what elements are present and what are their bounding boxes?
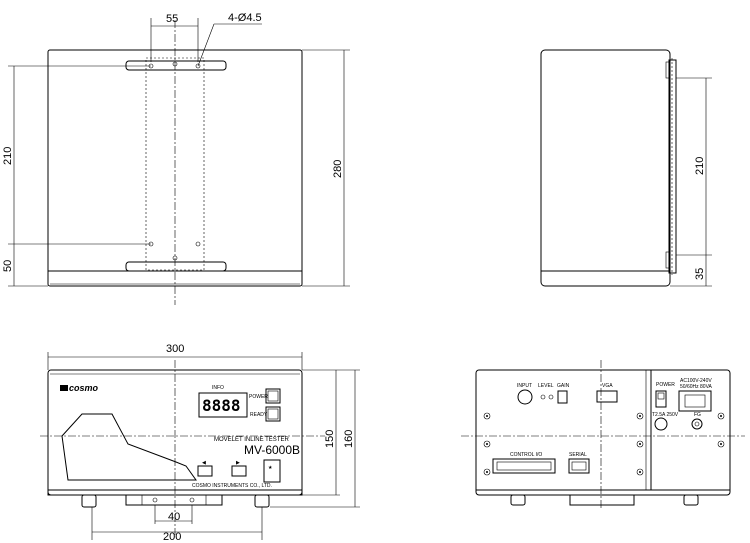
holes-leader <box>197 23 215 67</box>
display-digits: 8888 <box>202 396 241 415</box>
key-left[interactable] <box>197 465 213 477</box>
ready-label: READY <box>250 412 268 418</box>
dim-300: 300 <box>166 343 184 355</box>
fg-terminal[interactable] <box>691 418 703 430</box>
key-right[interactable] <box>231 465 247 477</box>
rear-screws <box>483 412 725 476</box>
product-line: MOVELET INLINE TESTER <box>214 437 289 443</box>
dim-280: 280 <box>332 160 344 178</box>
control-io-connector[interactable] <box>492 458 556 474</box>
rating-label: 50/60Hz 80VA <box>680 384 713 390</box>
bracket-hole <box>189 497 195 503</box>
level-trim-2[interactable] <box>548 394 554 400</box>
front-foot-right <box>254 494 270 508</box>
input-connector[interactable] <box>517 389 533 405</box>
key-start[interactable] <box>263 459 281 483</box>
level-trim[interactable] <box>540 394 546 400</box>
rear-foot-right <box>683 494 699 506</box>
side-view-body <box>540 49 671 287</box>
info-label: INFO <box>212 385 224 391</box>
ready-lamp <box>265 406 281 422</box>
rear-foot-left <box>510 494 526 506</box>
dim-55: 55 <box>166 13 178 25</box>
ac-inlet[interactable] <box>678 390 712 412</box>
model-name: MV-6000B <box>244 443 300 457</box>
power-switch-label: POWER <box>656 382 675 388</box>
serial-connector[interactable] <box>568 458 590 474</box>
front-bracket-inner <box>141 494 207 506</box>
dim-200: 200 <box>163 531 181 543</box>
input-label: INPUT <box>517 383 532 389</box>
side-tab-top <box>665 61 671 79</box>
gain-switch[interactable] <box>557 390 568 404</box>
fuse-label: T2.5A 250V <box>652 412 679 418</box>
side-view: 210 35 <box>540 49 712 287</box>
rear-view: INPUT LEVEL GAIN VGA CONTROL I/O SERIAL … <box>461 360 745 510</box>
maker-label: COSMO INSTRUMENTS CO., LTD. <box>192 483 272 489</box>
svg-text:cosmo: cosmo <box>69 383 99 393</box>
vga-connector[interactable] <box>596 390 618 403</box>
front-foot-left <box>81 494 97 508</box>
fuse-holder[interactable] <box>654 417 668 431</box>
power-switch[interactable] <box>655 390 667 408</box>
side-tab-bottom <box>665 251 671 269</box>
star-icon: ★ <box>268 465 273 471</box>
power-label: POWER <box>249 394 268 400</box>
control-label: CONTROL I/O <box>510 452 542 458</box>
cosmo-logo: cosmo <box>60 383 99 393</box>
dim-210-left: 210 <box>2 147 14 165</box>
gain-label: GAIN <box>557 383 570 389</box>
rear-bracket <box>569 494 635 506</box>
top-view: 55 4-Ø4.5 210 50 280 <box>2 12 350 305</box>
bracket-hole <box>152 497 158 503</box>
power-button[interactable] <box>265 388 281 404</box>
dim-210-side: 210 <box>694 157 706 175</box>
mounting-holes <box>148 61 201 261</box>
front-handle-recess <box>61 413 197 481</box>
fg-label: FG <box>694 412 701 418</box>
right-arrow-icon: ▶ <box>236 460 240 466</box>
voltage-label: AC100V-240V <box>680 378 712 384</box>
left-arrow-icon: ◀ <box>202 460 206 466</box>
dim-50-left: 50 <box>2 260 14 272</box>
seven-seg-display <box>198 392 248 418</box>
dim-150: 150 <box>324 430 336 448</box>
dim-holes: 4-Ø4.5 <box>228 12 262 24</box>
bracket-tab-top <box>125 60 227 71</box>
dim-35-side: 35 <box>694 268 706 280</box>
dim-160: 160 <box>343 430 355 448</box>
level-label: LEVEL <box>538 383 554 389</box>
front-bracket <box>125 494 223 506</box>
side-bracket <box>668 59 677 274</box>
vga-label: VGA <box>602 383 613 389</box>
front-view: cosmo INFO 8888 POWER READY MOVELET INLI… <box>40 343 360 543</box>
bracket-tab-bottom <box>125 261 227 272</box>
dim-40: 40 <box>168 511 180 523</box>
serial-label: SERIAL <box>569 452 587 458</box>
